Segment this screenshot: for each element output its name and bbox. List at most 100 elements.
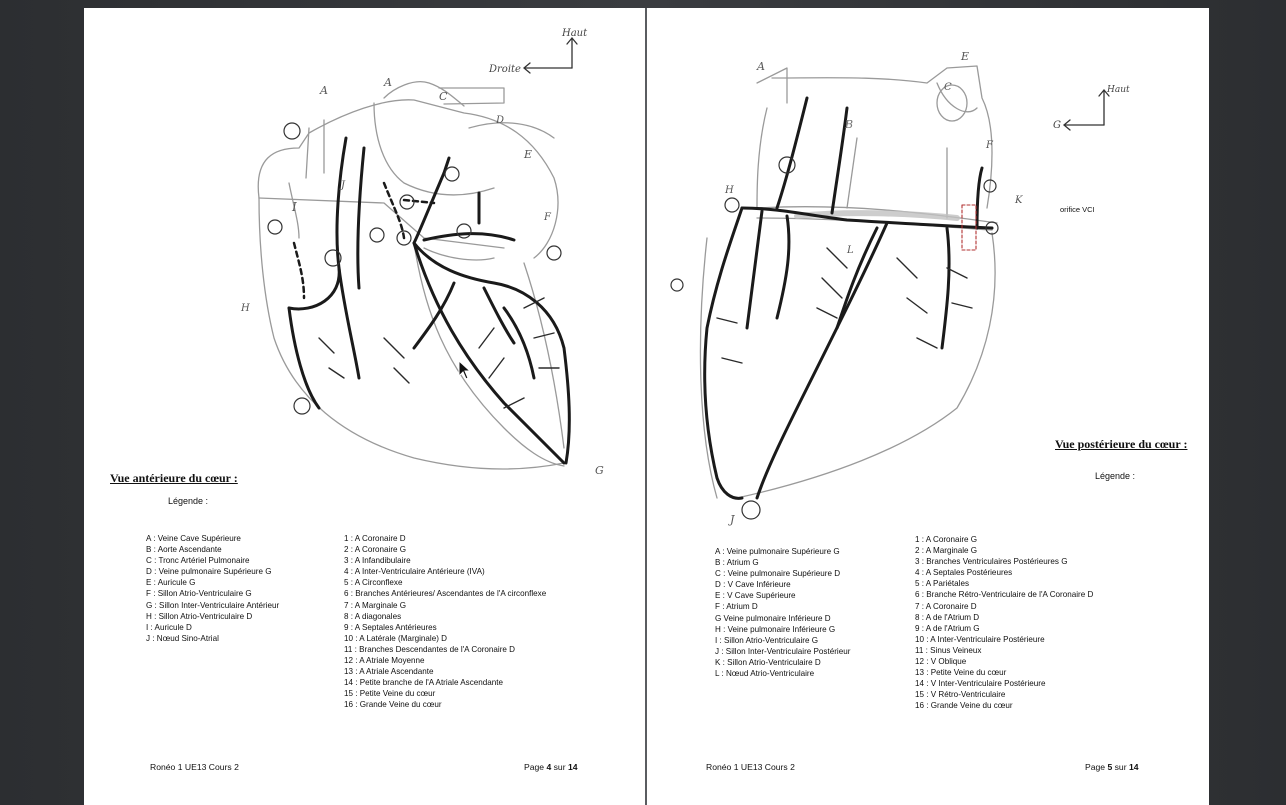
- legend-letter-item: L : Nœud Atrio-Ventriculaire: [715, 668, 850, 679]
- legend-number-item: 7 : A Marginale G: [344, 600, 546, 611]
- legend-number-item: 16 : Grande Veine du cœur: [915, 700, 1093, 711]
- legend-letters-list: A : Veine pulmonaire Supérieure G B : At…: [715, 546, 850, 679]
- svg-text:Droite: Droite: [488, 64, 521, 75]
- svg-text:K: K: [1014, 195, 1023, 206]
- section-title-posterior: Vue postérieure du cœur :: [1055, 437, 1187, 452]
- svg-text:F: F: [985, 140, 994, 151]
- legend-number-item: 13 : A Atriale Ascendante: [344, 666, 546, 677]
- svg-text:H: H: [724, 185, 734, 196]
- footer-page-mid: sur: [1112, 762, 1129, 772]
- svg-text:J: J: [339, 180, 346, 191]
- footer-page-prefix: Page: [1085, 762, 1107, 772]
- svg-text:A: A: [319, 84, 328, 97]
- svg-text:B: B: [844, 118, 853, 131]
- legend-letter-item: K : Sillon Atrio-Ventriculaire D: [715, 657, 850, 668]
- legend-number-item: 15 : V Rétro-Ventriculaire: [915, 689, 1093, 700]
- legend-letter-item: C : Veine pulmonaire Supérieure D: [715, 568, 850, 579]
- legend-letter-item: F : Sillon Atrio-Ventriculaire G: [146, 588, 279, 599]
- legend-number-item: 6 : Branches Antérieures/ Ascendantes de…: [344, 588, 546, 599]
- anterior-heart-sketch: Haut Droite A A C D E F G H I J: [84, 8, 645, 478]
- footer-course: Ronéo 1 UE13 Cours 2: [150, 762, 239, 772]
- svg-text:C: C: [944, 82, 952, 93]
- legend-letter-item: F : Atrium D: [715, 601, 850, 612]
- legend-number-item: 3 : Branches Ventriculaires Postérieures…: [915, 556, 1093, 567]
- legend-letter-item: E : Auricule G: [146, 577, 279, 588]
- legend-number-item: 12 : V Oblique: [915, 656, 1093, 667]
- mouse-cursor-icon: [458, 360, 472, 380]
- legend-number-item: 1 : A Coronaire G: [915, 534, 1093, 545]
- legend-number-item: 16 : Grande Veine du cœur: [344, 699, 546, 710]
- legend-letter-item: J : Nœud Sino-Atrial: [146, 633, 279, 644]
- svg-text:Haut: Haut: [561, 28, 588, 39]
- document-page-4[interactable]: Haut Droite A A C D E F G H I J Vue anté…: [84, 8, 645, 805]
- legend-letter-item: H : Sillon Atrio-Ventriculaire D: [146, 611, 279, 622]
- legend-letter-item: A : Veine pulmonaire Supérieure G: [715, 546, 850, 557]
- footer-page-total: 14: [1129, 762, 1139, 772]
- legend-numbers-list: 1 : A Coronaire D 2 : A Coronaire G 3 : …: [344, 533, 546, 711]
- legend-number-item: 10 : A Inter-Ventriculaire Postérieure: [915, 634, 1093, 645]
- legend-number-item: 8 : A de l'Atrium D: [915, 612, 1093, 623]
- legend-letters-list: A : Veine Cave Supérieure B : Aorte Asce…: [146, 533, 279, 644]
- legend-number-item: 4 : A Septales Postérieures: [915, 567, 1093, 578]
- legend-letter-item: E : V Cave Supérieure: [715, 590, 850, 601]
- svg-text:I: I: [291, 200, 297, 214]
- svg-text:G: G: [1053, 120, 1061, 131]
- legend-title: Légende :: [1095, 471, 1135, 481]
- svg-text:H: H: [240, 303, 250, 314]
- footer-page-prefix: Page: [524, 762, 546, 772]
- footer-course: Ronéo 1 UE13 Cours 2: [706, 762, 795, 772]
- legend-title: Légende :: [168, 496, 208, 506]
- legend-number-item: 14 : V Inter-Ventriculaire Postérieure: [915, 678, 1093, 689]
- legend-number-item: 2 : A Marginale G: [915, 545, 1093, 556]
- svg-text:F: F: [543, 212, 552, 223]
- legend-letter-item: G : Sillon Inter-Ventriculaire Antérieur: [146, 600, 279, 611]
- footer-page-number: Page 5 sur 14: [1085, 762, 1139, 772]
- legend-number-item: 1 : A Coronaire D: [344, 533, 546, 544]
- legend-letter-item: C : Tronc Artériel Pulmonaire: [146, 555, 279, 566]
- posterior-heart-sketch: A E C F B H K L J Haut G: [647, 8, 1209, 538]
- svg-text:Haut: Haut: [1106, 85, 1130, 95]
- document-page-5[interactable]: A E C F B H K L J Haut G orifice VCI Vue…: [647, 8, 1209, 805]
- legend-number-item: 4 : A Inter-Ventriculaire Antérieure (IV…: [344, 566, 546, 577]
- legend-number-item: 9 : A de l'Atrium G: [915, 623, 1093, 634]
- legend-letter-item: H : Veine pulmonaire Inférieure G: [715, 624, 850, 635]
- legend-number-item: 8 : A diagonales: [344, 611, 546, 622]
- legend-letter-item: J : Sillon Inter-Ventriculaire Postérieu…: [715, 646, 850, 657]
- legend-number-item: 5 : A Pariétales: [915, 578, 1093, 589]
- svg-text:D: D: [495, 115, 504, 126]
- legend-letter-item: I : Auricule D: [146, 622, 279, 633]
- footer-page-total: 14: [568, 762, 578, 772]
- legend-letter-item: B : Aorte Ascendante: [146, 544, 279, 555]
- legend-letter-item: D : Veine pulmonaire Supérieure G: [146, 566, 279, 577]
- svg-text:L: L: [846, 245, 854, 256]
- footer-page-number: Page 4 sur 14: [524, 762, 578, 772]
- svg-text:A: A: [756, 60, 765, 73]
- legend-number-item: 14 : Petite branche de l'A Atriale Ascen…: [344, 677, 546, 688]
- legend-number-item: 11 : Sinus Veineux: [915, 645, 1093, 656]
- legend-numbers-list: 1 : A Coronaire G 2 : A Marginale G 3 : …: [915, 534, 1093, 712]
- legend-number-item: 10 : A Latérale (Marginale) D: [344, 633, 546, 644]
- svg-text:C: C: [439, 90, 448, 103]
- legend-number-item: 5 : A Circonflexe: [344, 577, 546, 588]
- svg-text:E: E: [960, 50, 969, 63]
- svg-text:J: J: [728, 513, 735, 526]
- legend-number-item: 7 : A Coronaire D: [915, 601, 1093, 612]
- legend-letter-item: G Veine pulmonaire Inférieure D: [715, 613, 850, 624]
- legend-number-item: 11 : Branches Descendantes de l'A Corona…: [344, 644, 546, 655]
- legend-number-item: 3 : A Infandibulaire: [344, 555, 546, 566]
- legend-letter-item: I : Sillon Atrio-Ventriculaire G: [715, 635, 850, 646]
- annotation-orifice-vci: orifice VCI: [1060, 205, 1095, 214]
- legend-letter-item: B : Atrium G: [715, 557, 850, 568]
- legend-number-item: 13 : Petite Veine du cœur: [915, 667, 1093, 678]
- legend-number-item: 2 : A Coronaire G: [344, 544, 546, 555]
- legend-number-item: 12 : A Atriale Moyenne: [344, 655, 546, 666]
- section-title-anterior: Vue antérieure du cœur :: [110, 471, 238, 486]
- legend-letter-item: A : Veine Cave Supérieure: [146, 533, 279, 544]
- legend-number-item: 9 : A Septales Antérieures: [344, 622, 546, 633]
- legend-letter-item: D : V Cave Inférieure: [715, 579, 850, 590]
- svg-text:E: E: [523, 148, 532, 161]
- footer-page-mid: sur: [551, 762, 568, 772]
- svg-text:A: A: [383, 76, 392, 89]
- svg-text:G: G: [595, 464, 604, 477]
